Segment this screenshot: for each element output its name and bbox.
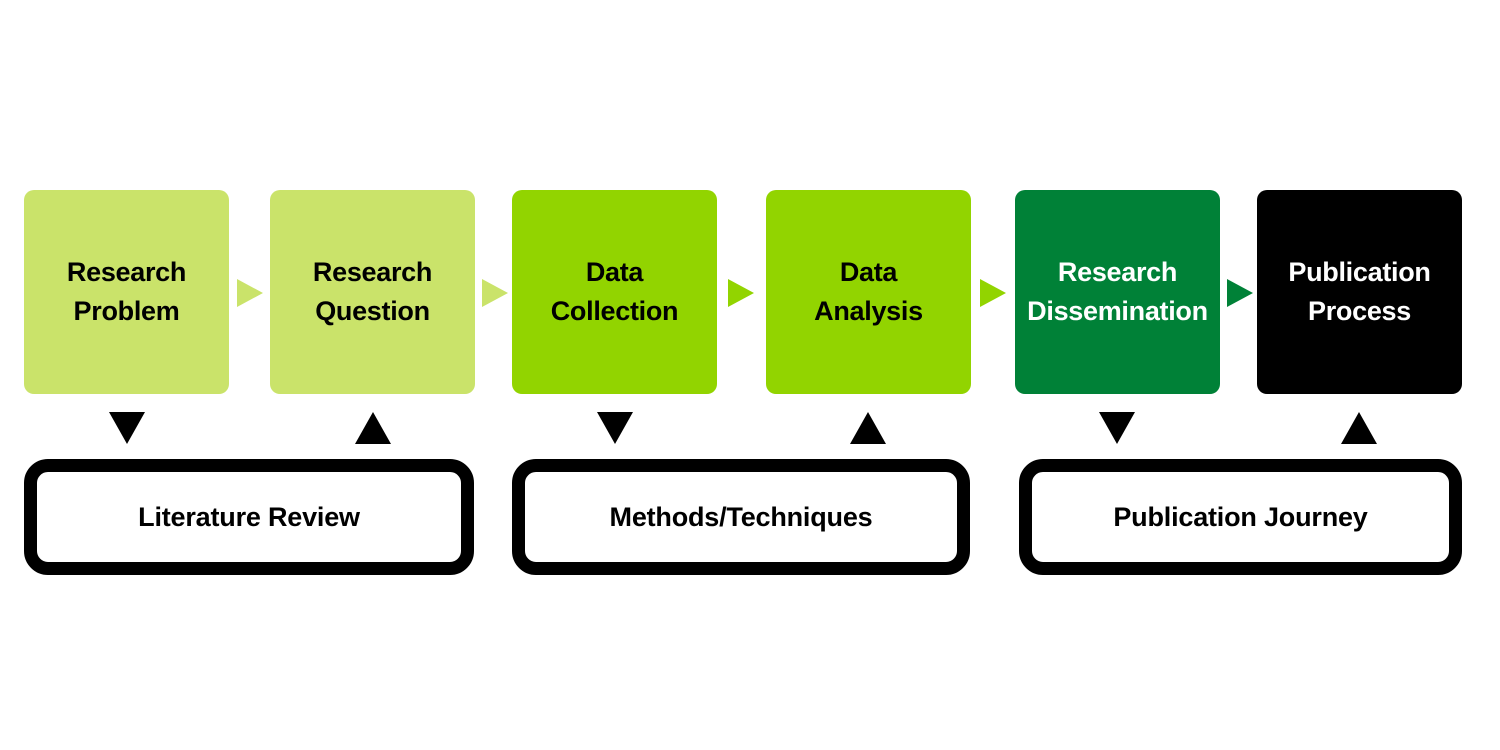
step-label-line2: Analysis [814, 296, 923, 326]
triangle-down-icon [597, 412, 633, 444]
triangle-down-icon [109, 412, 145, 444]
triangle-up-icon [1341, 412, 1377, 444]
step-label-line1: Research [1057, 257, 1178, 287]
step-label-line1: Research [312, 257, 433, 287]
step-label-line1: Data [585, 257, 644, 287]
step-label-line2: Process [1308, 296, 1411, 326]
step-label-line2: Dissemination [1027, 296, 1208, 326]
triangle-up-icon [355, 412, 391, 444]
flow-arrow-right-icon [482, 279, 508, 307]
group-publication-journey: Publication Journey [1019, 459, 1462, 575]
step-label-line1: Publication [1288, 257, 1431, 287]
flow-arrow-right-icon [728, 279, 754, 307]
step-label-line1: Data [839, 257, 898, 287]
step-label-line2: Problem [73, 296, 180, 326]
group-label: Literature Review [138, 501, 360, 532]
group-label: Methods/Techniques [609, 501, 873, 532]
flow-arrow-right-icon [980, 279, 1006, 307]
triangle-down-icon [1099, 412, 1135, 444]
flow-arrow-right-icon [1227, 279, 1253, 307]
group-literature-review: Literature Review [24, 459, 474, 575]
flow-arrow-right-icon [237, 279, 263, 307]
step-label-line1: Research [66, 257, 187, 287]
step-label-line2: Question [315, 296, 430, 326]
group-label: Publication Journey [1113, 501, 1368, 532]
step-label-line2: Collection [550, 296, 679, 326]
group-methods-techniques: Methods/Techniques [512, 459, 970, 575]
triangle-up-icon [850, 412, 886, 444]
